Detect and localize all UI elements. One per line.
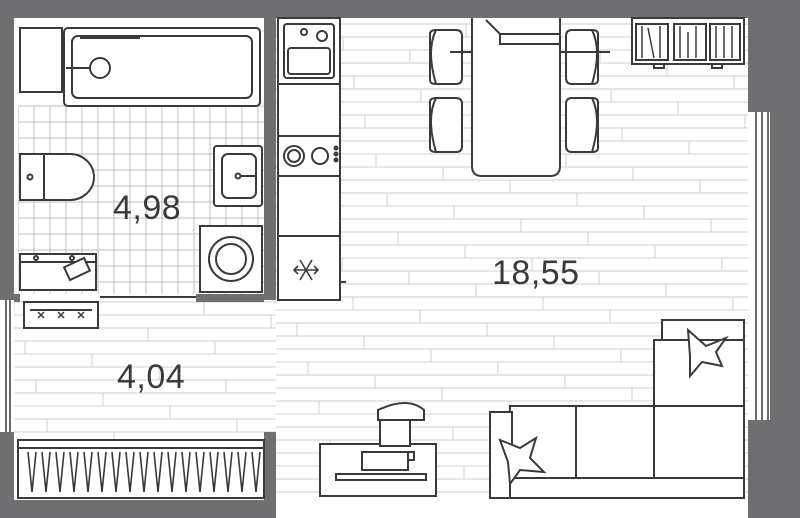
right-window (755, 112, 769, 420)
dining-table (429, 18, 610, 177)
left-window (5, 300, 11, 432)
bookshelf (631, 17, 745, 69)
tv-unit (319, 402, 437, 497)
washing-machine (199, 225, 263, 293)
bathroom-sink (213, 145, 263, 207)
hangers (27, 451, 261, 493)
bathroom-area-label: 4,98 (113, 189, 182, 227)
sofa (489, 319, 745, 499)
bathroom-shelf (19, 253, 97, 291)
hallway-area-label: 4,04 (117, 358, 186, 396)
living-room-area-label: 18,55 (492, 254, 580, 292)
bathtub (63, 27, 261, 107)
toilet (19, 153, 95, 201)
snowflake-icon (292, 259, 320, 281)
bath-cabinet (19, 27, 63, 93)
kitchen-counter (277, 17, 346, 301)
hallway-bench (23, 301, 99, 329)
